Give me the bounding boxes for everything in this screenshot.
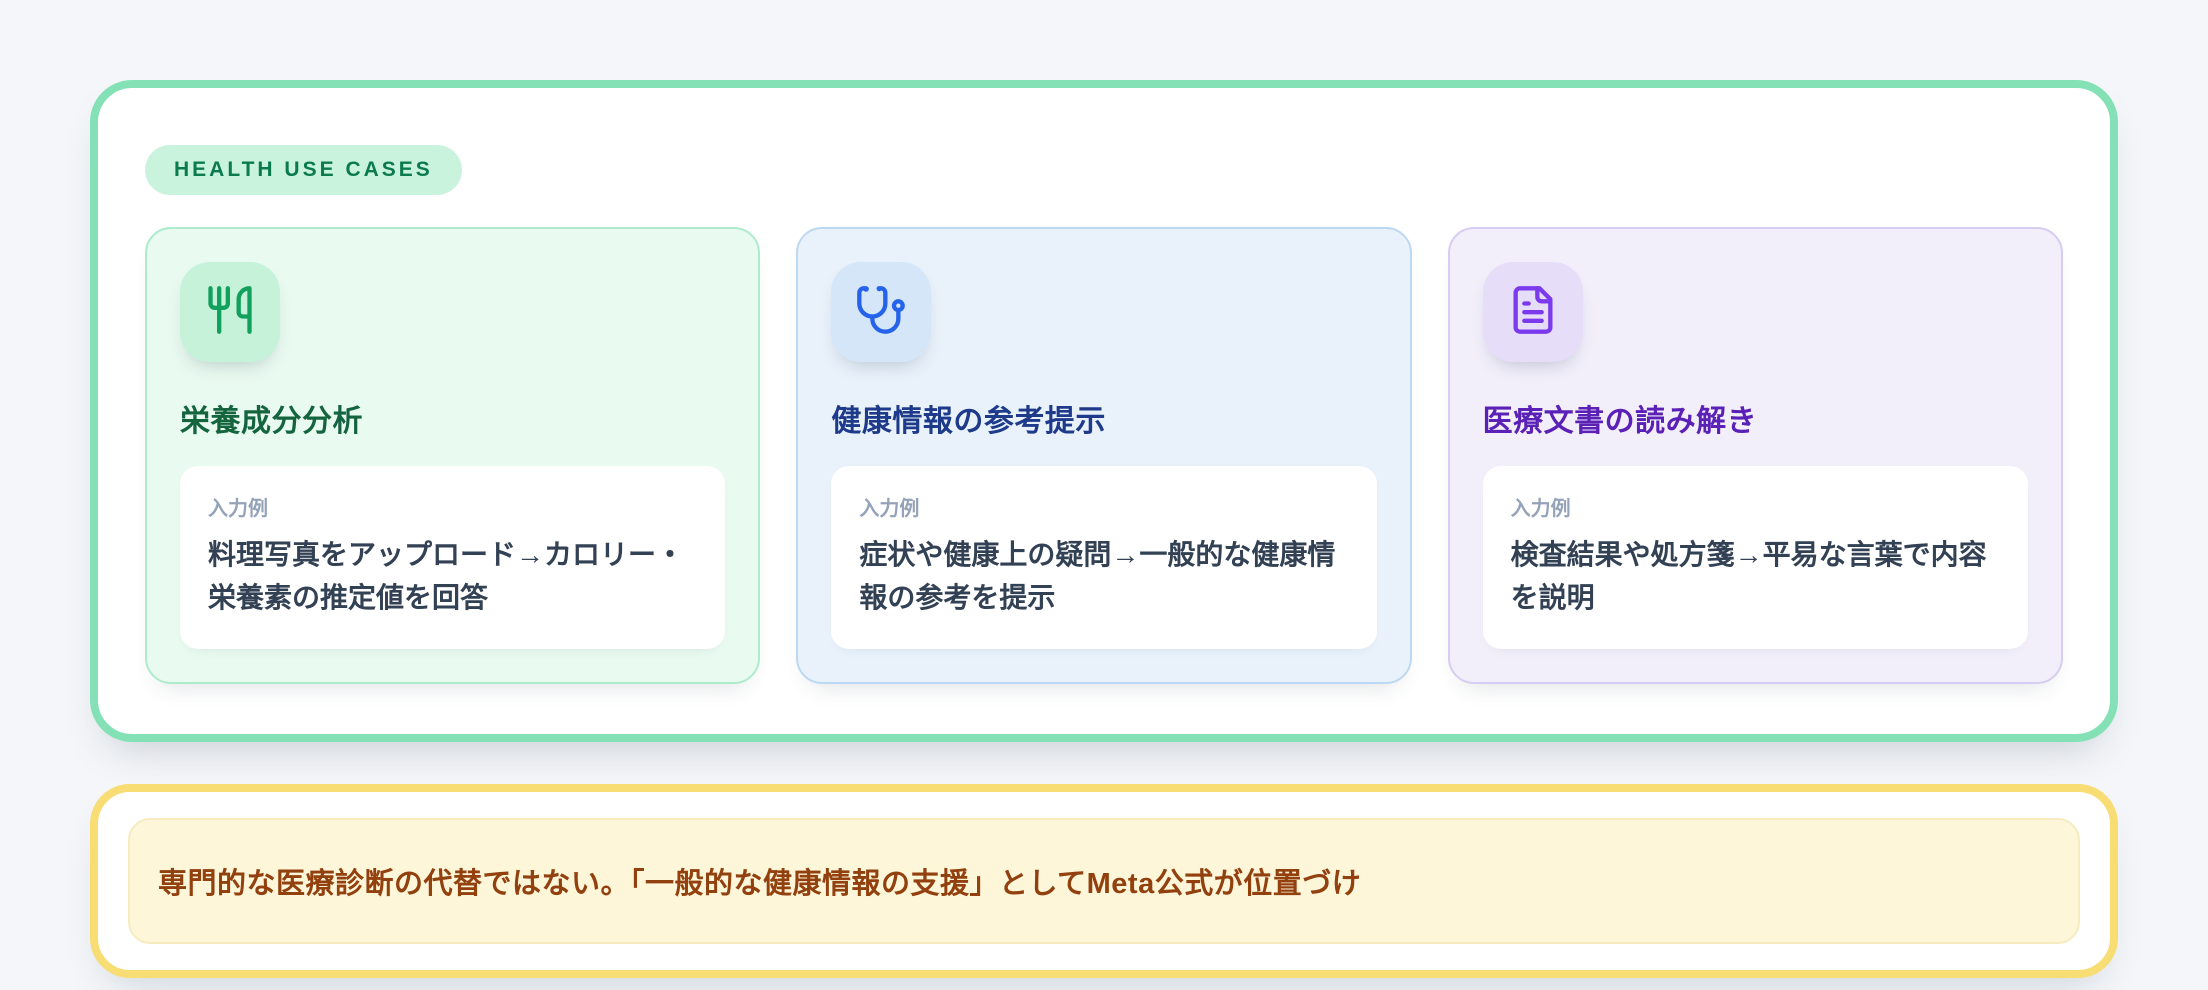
file-text-icon bbox=[1507, 284, 1559, 341]
example-label: 入力例 bbox=[1510, 498, 1571, 520]
example-label: 入力例 bbox=[859, 498, 920, 520]
example-label: 入力例 bbox=[208, 498, 268, 520]
use-case-card-health-info: 健康情報の参考提示 入力例 症状や健康上の疑問→一般的な健康情報の参考を提示 bbox=[796, 227, 1412, 684]
disclaimer-inner-box: 専門的な医療診断の代替ではない。「一般的な健康情報の支援」としてMeta公式が位… bbox=[128, 818, 2080, 944]
case-title: 栄養成分分析 bbox=[180, 405, 363, 438]
case-title: 健康情報の参考提示 bbox=[831, 405, 1106, 438]
example-box: 入力例 症状や健康上の疑問→一般的な健康情報の参考を提示 bbox=[831, 466, 1377, 649]
example-text: 検査結果や処方箋→平易な言葉で内容を説明 bbox=[1510, 539, 1987, 613]
disclaimer-banner: 専門的な医療診断の代替ではない。「一般的な健康情報の支援」としてMeta公式が位… bbox=[90, 784, 2118, 978]
use-case-card-medical-docs: 医療文書の読み解き 入力例 検査結果や処方箋→平易な言葉で内容を説明 bbox=[1447, 227, 2063, 684]
health-use-cases-panel: HEALTH USE CASES 栄養成分分析 入力例 料理写 bbox=[90, 80, 2118, 742]
disclaimer-text: 専門的な医療診断の代替ではない。「一般的な健康情報の支援」としてMeta公式が位… bbox=[158, 868, 1362, 900]
section-badge: HEALTH USE CASES bbox=[145, 145, 462, 195]
example-box: 入力例 検査結果や処方箋→平易な言葉で内容を説明 bbox=[1482, 466, 2028, 649]
icon-tile bbox=[180, 262, 280, 362]
example-text: 症状や健康上の疑問→一般的な健康情報の参考を提示 bbox=[859, 539, 1336, 613]
use-case-cards-row: 栄養成分分析 入力例 料理写真をアップロード→カロリー・栄養素の推定値を回答 bbox=[145, 227, 2063, 684]
use-case-card-nutrition: 栄養成分分析 入力例 料理写真をアップロード→カロリー・栄養素の推定値を回答 bbox=[145, 227, 761, 684]
case-title: 医療文書の読み解き bbox=[1482, 405, 1758, 438]
icon-tile bbox=[1482, 262, 1583, 362]
icon-tile bbox=[831, 262, 932, 362]
example-text: 料理写真をアップロード→カロリー・栄養素の推定値を回答 bbox=[208, 539, 685, 613]
utensils-icon bbox=[204, 284, 256, 341]
stethoscope-icon bbox=[855, 284, 907, 341]
example-box: 入力例 料理写真をアップロード→カロリー・栄養素の推定値を回答 bbox=[180, 466, 726, 649]
